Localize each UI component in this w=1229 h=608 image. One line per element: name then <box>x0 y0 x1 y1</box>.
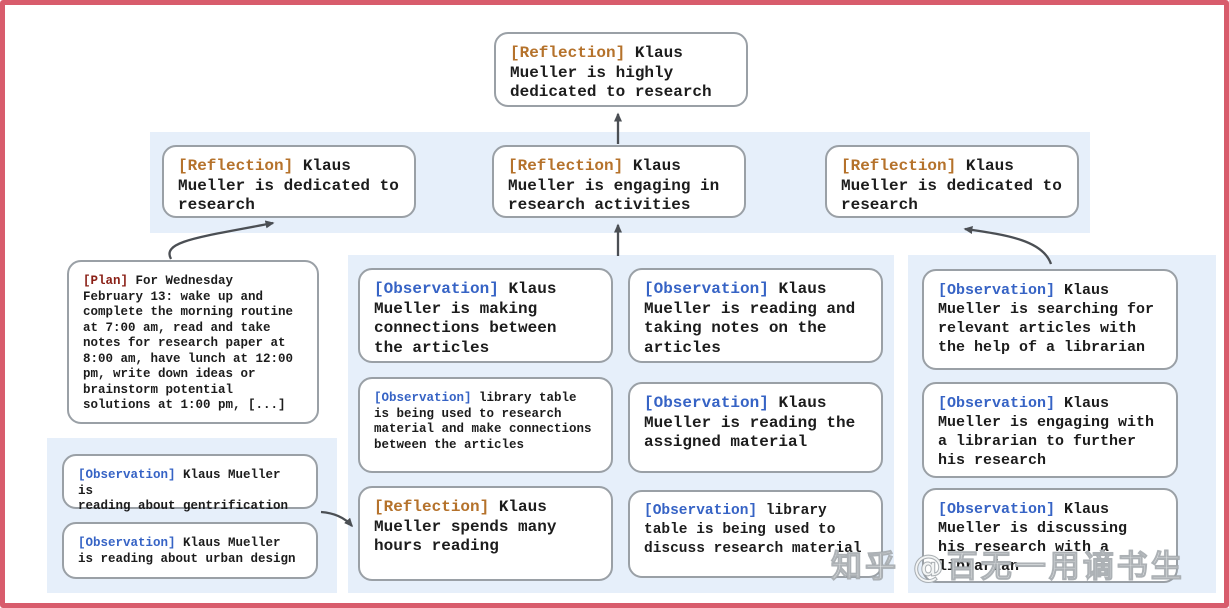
reflection-tag: [Reflection] <box>374 498 490 516</box>
node-reflection-right: [Reflection] Klaus Mueller is dedicated … <box>825 145 1079 218</box>
observation-tag: [Observation] <box>374 391 472 405</box>
node-observation-library-discuss: [Observation] library table is being use… <box>628 490 883 578</box>
node-observation-searching-articles: [Observation] Klaus Mueller is searching… <box>922 269 1178 370</box>
node-observation-taking-notes: [Observation] Klaus Mueller is reading a… <box>628 268 883 363</box>
observation-tag: [Observation] <box>644 280 769 298</box>
observation-tag: [Observation] <box>78 536 176 550</box>
reflection-tag: [Reflection] <box>510 44 626 62</box>
observation-tag: [Observation] <box>644 394 769 412</box>
reflection-tag: [Reflection] <box>178 157 294 175</box>
observation-tag: [Observation] <box>78 468 176 482</box>
node-reflection-left: [Reflection] Klaus Mueller is dedicated … <box>162 145 416 218</box>
node-reflection-hours-reading: [Reflection] Klaus Mueller spends many h… <box>358 486 613 581</box>
node-observation-library-research: [Observation] library table is being use… <box>358 377 613 473</box>
arrow-band-to-right-reflection <box>963 226 1053 265</box>
node-text: library table is being used to research … <box>374 391 592 452</box>
node-text: library table is being used to discuss r… <box>644 503 862 557</box>
arrow-plan-to-left-reflection <box>168 220 275 260</box>
observation-tag: [Observation] <box>938 501 1056 518</box>
node-text: Klaus Mueller is reading about gentrific… <box>78 468 289 513</box>
node-text: Klaus Mueller is searching for relevant … <box>938 282 1155 356</box>
observation-tag: [Observation] <box>644 503 758 519</box>
node-reflection-root: [Reflection] Klaus Mueller is highly ded… <box>494 32 748 107</box>
node-text: Klaus Mueller is reading about urban des… <box>78 536 296 566</box>
plan-tag: [Plan] <box>83 274 129 288</box>
node-text: For Wednesday February 13: wake up and c… <box>83 274 294 412</box>
arrow-layer <box>168 112 1053 528</box>
node-observation-connections: [Observation] Klaus Mueller is making co… <box>358 268 613 363</box>
observation-tag: [Observation] <box>374 280 499 298</box>
node-observation-gentrification: [Observation] Klaus Mueller is reading a… <box>62 454 318 513</box>
observation-tag: [Observation] <box>938 282 1056 299</box>
node-reflection-middle: [Reflection] Klaus Mueller is engaging i… <box>492 145 746 218</box>
node-text: Klaus Mueller is reading the assigned ma… <box>644 394 856 451</box>
node-observation-engaging-librarian: [Observation] Klaus Mueller is engaging … <box>922 382 1178 478</box>
node-observation-urban-design: [Observation] Klaus Mueller is reading a… <box>62 522 318 579</box>
node-observation-assigned-material: [Observation] Klaus Mueller is reading t… <box>628 382 883 473</box>
node-text: Klaus Mueller is highly dedicated to res… <box>510 44 712 101</box>
watermark: 知乎 @百无一用谪书生 <box>831 549 1185 586</box>
reflection-tag: [Reflection] <box>508 157 624 175</box>
node-observation-discussing-research: [Observation] Klaus Mueller is discussin… <box>922 488 1178 583</box>
node-text: Klaus Mueller is dedicated to research <box>841 157 1062 214</box>
arrow-observations-to-hours-reflection <box>320 510 353 528</box>
node-plan: [Plan] For Wednesday February 13: wake u… <box>67 260 319 424</box>
node-text: Klaus Mueller is reading and taking note… <box>644 280 856 357</box>
node-text: Klaus Mueller is discussing his research… <box>938 501 1128 575</box>
node-text: Klaus Mueller is engaging with a librari… <box>938 395 1155 469</box>
node-text: Klaus Mueller spends many hours reading <box>374 498 557 555</box>
node-text: Klaus Mueller is dedicated to research <box>178 157 399 214</box>
reflection-tag: [Reflection] <box>841 157 957 175</box>
observation-tag: [Observation] <box>938 395 1056 412</box>
node-text: Klaus Mueller is making connections betw… <box>374 280 557 357</box>
node-text: Klaus Mueller is engaging in research ac… <box>508 157 720 214</box>
